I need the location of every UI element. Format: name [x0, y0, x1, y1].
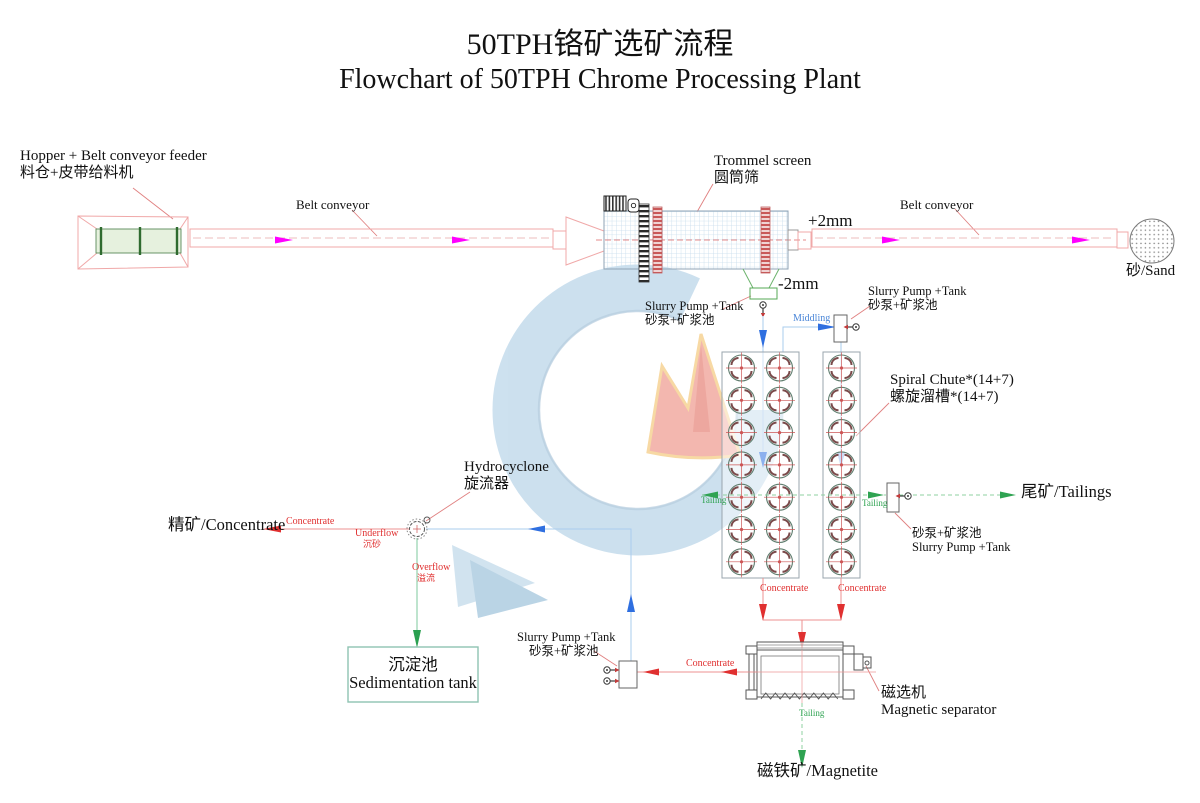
magnetic-separator-machine [744, 641, 876, 703]
overflow-label: Overflow 溢流 [412, 562, 451, 583]
leader-lines [132, 183, 980, 692]
title-zh: 50TPH铬矿选矿流程 [466, 28, 734, 61]
minus-2mm-label: -2mm [778, 274, 819, 293]
sedimentation-tank-label: 沉淀池 Sedimentation tank [349, 655, 477, 693]
middling-pump-tank [833, 314, 860, 343]
belt-conveyor-2 [811, 228, 1129, 249]
trommel-screen [596, 195, 812, 283]
tailings-product-label: 尾矿/Tailings [1021, 482, 1112, 501]
separator-motor-icon [853, 653, 864, 671]
motor-icon [603, 195, 627, 212]
watermark-logo [452, 264, 784, 618]
hopper-feeder [77, 215, 189, 270]
middling-label: Middling [793, 313, 831, 324]
flow-arrow-down [798, 750, 806, 768]
hopper-label: Hopper + Belt conveyor feeder 料仓+皮带给料机 [20, 148, 207, 181]
belt-conveyor-2-label: Belt conveyor [900, 197, 974, 212]
recycle-pump-tank [603, 660, 638, 689]
slurry-pump-feed-label: Slurry Pump +Tank 砂泵+矿浆池 [645, 299, 744, 327]
slurry-pump-recycle-label: Slurry Pump +Tank 砂泵+矿浆池 [517, 630, 616, 658]
flow-arrow-left [721, 668, 737, 676]
concentrate-flow-label: Concentrate [286, 516, 335, 527]
pump-icon [603, 666, 621, 674]
flow-arrow-left [702, 491, 718, 499]
flow-arrow-down [759, 604, 767, 621]
trommel-label: Trommel screen 圆筒筛 [714, 153, 812, 186]
flow-arrow-down [759, 452, 767, 468]
belt-arrow-icon [452, 236, 470, 244]
flow-arrow-down [798, 632, 806, 650]
flow-arrow-down [413, 630, 421, 648]
tailing-lines [413, 491, 1016, 768]
tailing-left-label: Tailing [701, 495, 727, 505]
flow-arrow-up [627, 594, 635, 612]
sedimentation-tank-box [347, 646, 479, 703]
slurry-pump-tailings-label: 砂泵+矿浆池 Slurry Pump +Tank [912, 526, 1011, 554]
flow-arrow-right [868, 491, 884, 499]
slurry-pump-middling-label: Slurry Pump +Tank 砂泵+矿浆池 [868, 284, 967, 312]
undersize-funnel-tank [742, 268, 780, 319]
flow-arrow-down [837, 604, 845, 621]
flow-arrow-down [759, 330, 767, 348]
belt-arrow-icon [882, 236, 900, 244]
concentrate-lines [263, 525, 845, 676]
belt-conveyor-1-label: Belt conveyor [296, 197, 370, 212]
belt-arrow-icon [1072, 236, 1090, 244]
tailings-pump-tank [886, 482, 912, 513]
flow-arrow-right [818, 323, 836, 331]
flow-arrow-right [1000, 491, 1016, 499]
sand-label: 砂/Sand [1126, 263, 1176, 279]
tailing-bottom-label: Tailing [799, 708, 825, 718]
hydrocyclone-label: Hydrocyclone 旋流器 [464, 459, 549, 492]
tailing-right-label: Tailing [862, 498, 888, 508]
concentrate-product-label: 精矿/Concentrate [168, 515, 286, 534]
trommel-ring [760, 206, 771, 274]
belt-conveyor-1 [189, 216, 605, 266]
belt-arrow-icon [275, 236, 293, 244]
concentrate-bank-right-label: Concentrate [838, 583, 887, 594]
plus-2mm-label: +2mm [808, 211, 853, 230]
pump-icon [603, 677, 621, 685]
hydrocyclone-symbol [406, 516, 431, 540]
pump-icon [759, 301, 767, 319]
flow-arrow-left [528, 525, 545, 533]
magnetic-separator-label: 磁选机 Magnetic separator [881, 685, 997, 718]
flow-arrow-left [643, 668, 659, 676]
underflow-label: Underflow 沉砂 [355, 528, 399, 549]
concentrate-mag-label: Concentrate [686, 658, 735, 669]
flow-arrow-left [263, 525, 281, 533]
trommel-ring [652, 206, 663, 274]
title-en: Flowchart of 50TPH Chrome Processing Pla… [339, 64, 861, 95]
magnetite-product-label: 磁铁矿/Magnetite [757, 761, 878, 780]
concentrate-bank-left-label: Concentrate [760, 583, 809, 594]
sand-pile-icon [1129, 218, 1175, 264]
drive-chain [638, 203, 650, 283]
spiral-chute-label: Spiral Chute*(14+7) 螺旋溜槽*(14+7) [890, 372, 1014, 405]
